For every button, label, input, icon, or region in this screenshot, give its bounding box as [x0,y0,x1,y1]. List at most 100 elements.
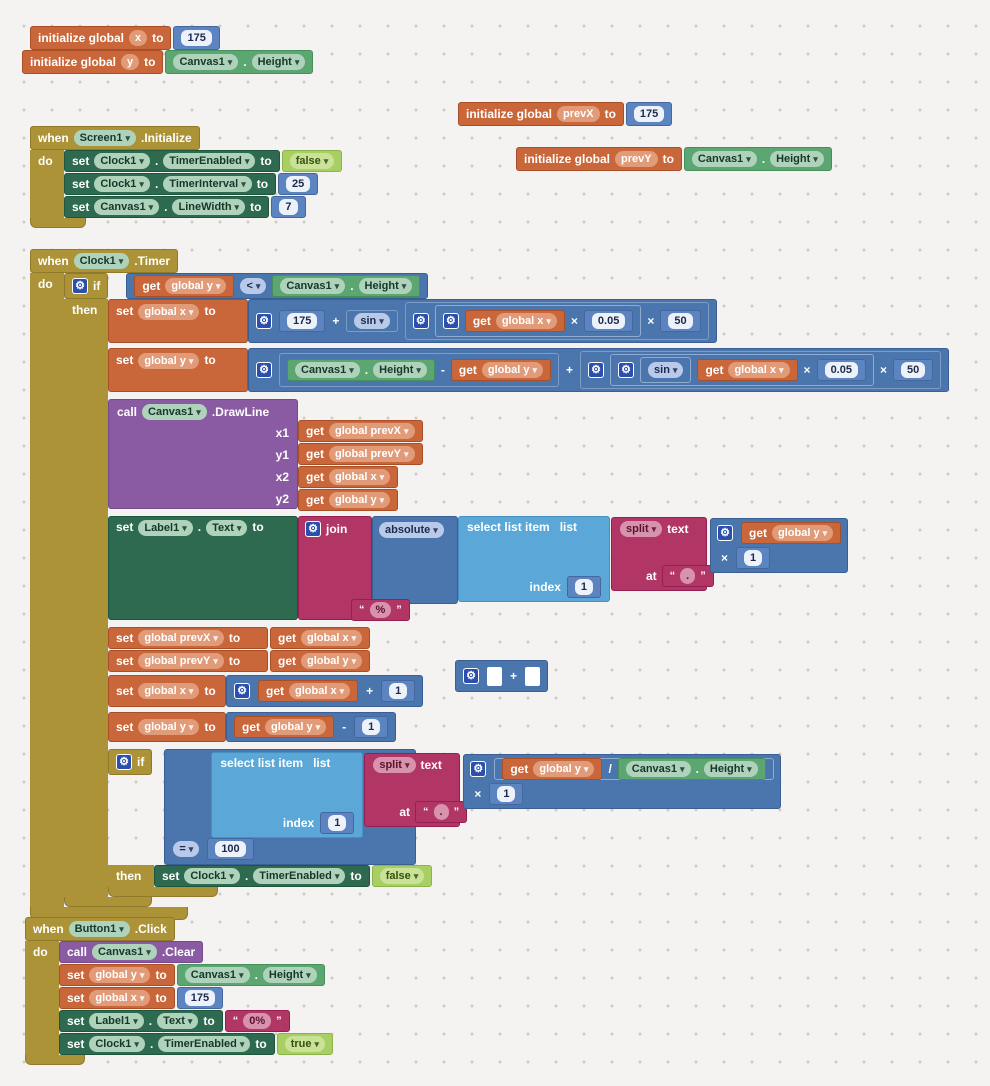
var-dropdown[interactable]: global y▾ [772,525,834,541]
get-global-y[interactable]: get global y▾ [298,489,399,511]
block-when-button1-click[interactable]: when Button1▾ .Click do call Canvas1▾ .C… [25,917,334,1065]
math-multiply-block[interactable]: ⚙ get global x▾ × 0.05 [434,305,642,337]
number-block-50[interactable]: 50 [893,359,934,381]
empty-socket[interactable] [487,666,502,686]
trig-dropdown[interactable]: sin▾ [648,362,684,378]
math-add-block[interactable]: ⚙ get global x▾ + 1 [226,675,424,707]
block-init-global-prevY[interactable]: initialize global prevY to Canvas1▾ . He… [516,147,832,171]
mutator-icon[interactable]: ⚙ [256,362,272,378]
property-dropdown[interactable]: LineWidth▾ [172,199,246,215]
component-dropdown[interactable]: Canvas1▾ [691,151,757,167]
number-block-175[interactable]: 175 [625,102,673,126]
text-string-percent[interactable]: “ % ” [351,599,410,621]
canvas-height-getter[interactable]: Canvas1▾ . Height▾ [617,758,766,780]
stmt-reset-label[interactable]: set Label1▾ . Text▾ to “ 0% ” [59,1010,290,1032]
number-block-25[interactable]: 25 [278,173,319,195]
mutator-icon[interactable]: ⚙ [442,313,459,329]
join-block[interactable]: ⚙ join “ % ” [298,516,410,621]
event-header[interactable]: when Button1▾ .Click [25,917,175,941]
mutator-icon[interactable]: ⚙ [470,761,487,777]
var-dropdown[interactable]: global prevX▾ [329,423,415,439]
setter-block[interactable]: set global y▾ to [59,964,175,986]
stmt-set-timerenabled-false[interactable]: set Clock1▾ . TimerEnabled▾ to false▾ [154,865,433,887]
number-block-1[interactable]: 1 [381,680,416,702]
component-dropdown[interactable]: Button1▾ [68,921,130,937]
text-string-dot[interactable]: “ . ” [661,565,714,587]
mutator-icon[interactable]: ⚙ [717,525,733,541]
component-dropdown[interactable]: Canvas1▾ [173,54,239,70]
event-header[interactable]: when Screen1▾ .Initialize [30,126,200,150]
component-dropdown[interactable]: Label1▾ [138,520,193,536]
component-dropdown[interactable]: Screen1▾ [73,130,137,146]
select-list-item-block[interactable]: select list item list index 1 [211,752,781,838]
property-dropdown[interactable]: Height▾ [262,967,317,983]
var-dropdown[interactable]: global x▾ [289,683,351,699]
stmt-set-global-x-sine[interactable]: set global x▾ to ⚙ 175 + sin▾ ⚙ [108,299,717,343]
get-global-x[interactable]: get global x▾ [697,359,798,381]
get-global-x[interactable]: get global x▾ [270,627,371,649]
canvas-height-getter[interactable]: Canvas1▾ . Height▾ [683,147,832,171]
math-multiply-block[interactable]: ⚙ sin▾ get global x▾ × 0.05 [610,354,874,386]
init-global-prevX-block[interactable]: initialize global prevX to [458,102,624,126]
var-name-field-x[interactable]: x [129,30,148,46]
property-dropdown[interactable]: Height▾ [358,278,413,294]
number-block-1[interactable]: 1 [736,547,771,569]
compare-lt-block[interactable]: get global y▾ <▾ Canvas1▾ . Height▾ [126,273,429,299]
stmt-set-prevY[interactable]: set global prevY▾ to get global y▾ [108,650,371,672]
block-init-global-y[interactable]: initialize global y to Canvas1▾ . Height… [22,50,314,74]
var-dropdown[interactable]: global y▾ [481,362,543,378]
canvas-height-getter[interactable]: Canvas1▾ . Height▾ [287,359,435,381]
property-dropdown[interactable]: TimerInterval▾ [163,176,252,192]
var-dropdown[interactable]: global y▾ [265,719,327,735]
math-multiply-block[interactable]: ⚙ ⚙ get global x▾ × 0.05 [404,302,709,340]
init-global-y-block[interactable]: initialize global y to [22,50,164,74]
var-dropdown[interactable]: global x▾ [495,313,557,329]
init-global-prevY-block[interactable]: initialize global prevY to [516,147,682,171]
math-add-block[interactable]: ⚙ + [455,660,549,692]
math-add-block[interactable]: ⚙ Canvas1▾ . Height▾ - get g [248,348,950,392]
split-block[interactable]: split▾ text at “ . ” [611,517,849,591]
component-dropdown[interactable]: Canvas1▾ [625,761,691,777]
number-block-175[interactable]: 175 [173,26,220,50]
init-global-x-block[interactable]: initialize global x to [30,26,172,50]
setter-block[interactable]: set Label1▾ . Text▾ to [108,516,298,620]
property-dropdown[interactable]: Height▾ [703,761,758,777]
number-block-175[interactable]: 175 [176,987,224,1009]
operator-dropdown[interactable]: =▾ [173,841,200,857]
block-init-global-prevX[interactable]: initialize global prevX to 175 [458,102,673,126]
event-header[interactable]: when Clock1▾ .Timer [30,249,179,273]
property-dropdown[interactable]: Text▾ [206,520,248,536]
property-dropdown[interactable]: Height▾ [251,54,306,70]
stmt-set-timerinterval-25[interactable]: set Clock1▾ . TimerInterval▾ to 25 [64,173,319,195]
number-block-0.05[interactable]: 0.05 [583,310,634,332]
var-dropdown[interactable]: global x▾ [329,469,391,485]
get-global-x[interactable]: get global x▾ [464,310,565,332]
var-dropdown[interactable]: global y▾ [533,761,595,777]
block-if-outer[interactable]: ⚙ if get global y▾ <▾ Canvas1▾ . Height▾ [64,273,950,907]
component-dropdown[interactable]: Label1▾ [89,1013,144,1029]
property-dropdown[interactable]: TimerEnabled▾ [158,1036,251,1052]
var-dropdown[interactable]: global x▾ [138,683,200,699]
var-dropdown[interactable]: global y▾ [301,653,363,669]
number-block-7[interactable]: 7 [271,196,306,218]
absolute-block[interactable]: absolute▾ [372,516,458,604]
logic-true-block[interactable]: true▾ [276,1033,334,1055]
get-global-y[interactable]: get global y▾ [502,758,603,780]
setter-block[interactable]: set global y▾ to [108,348,248,392]
setter-block[interactable]: set Label1▾ . Text▾ to [59,1010,223,1032]
mutator-icon[interactable]: ⚙ [116,754,132,770]
math-multiply-block[interactable]: ⚙ get global y▾ / [463,754,781,809]
component-dropdown[interactable]: Canvas1▾ [295,362,360,378]
mutator-icon[interactable]: ⚙ [305,521,321,537]
get-global-x[interactable]: get global x▾ [298,466,399,488]
math-divide-block[interactable]: get global y▾ / Canvas1▾ . [494,758,774,780]
var-name-field-prevY[interactable]: prevY [615,151,658,167]
stmt-set-timerenabled-true[interactable]: set Clock1▾ . TimerEnabled▾ to true▾ [59,1033,334,1055]
number-block-1[interactable]: 1 [566,576,601,598]
block-floating-add[interactable]: ⚙ + [455,660,549,692]
math-multiply-block[interactable]: ⚙ get global y▾ × 1 [710,518,849,573]
stmt-decrement-y[interactable]: set global y▾ to get global y▾ - 1 [108,712,397,742]
component-dropdown[interactable]: Canvas1▾ [280,278,346,294]
mutator-icon[interactable]: ⚙ [618,362,635,378]
number-block-1[interactable]: 1 [320,812,355,834]
